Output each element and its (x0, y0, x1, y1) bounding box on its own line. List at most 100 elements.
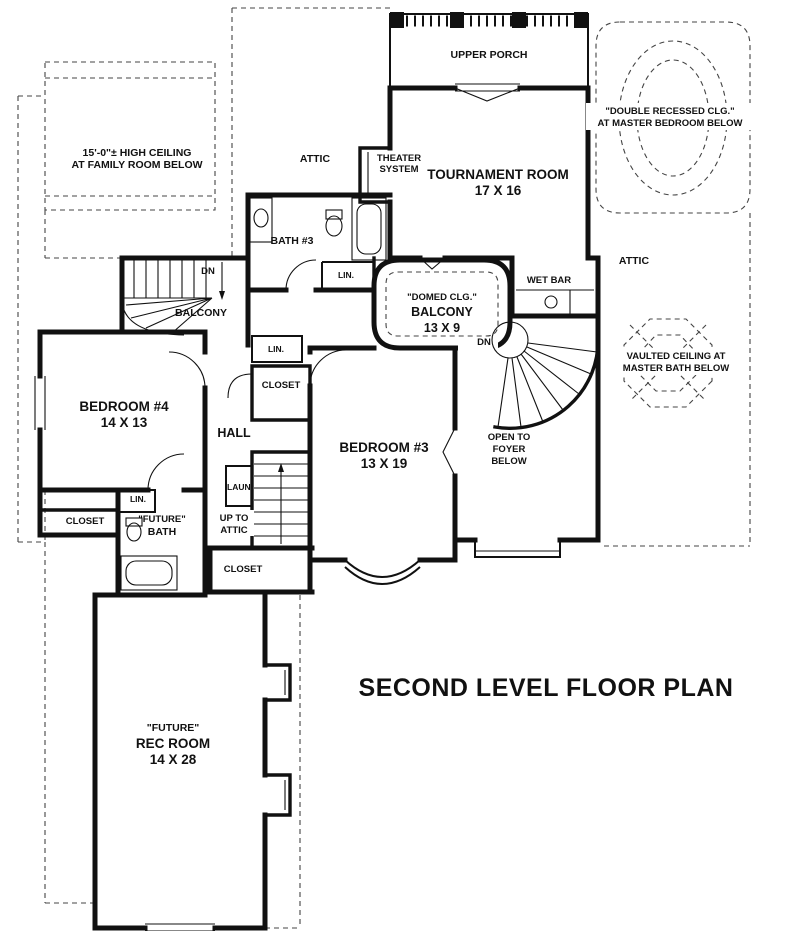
bedroom4-label: BEDROOM #4 (79, 399, 169, 414)
bedroom3-door-arc (309, 349, 347, 387)
balcony-dims: 13 X 9 (424, 321, 460, 335)
attic-stairs: UP TO ATTIC CLOSET (207, 450, 315, 595)
rec-room-line2: REC ROOM (136, 736, 210, 751)
dn-main-label: DN (201, 266, 215, 277)
right-roof-edge (604, 213, 751, 547)
domed-clg-label: "DOMED CLG." (407, 292, 477, 303)
future-bath-line2: BATH (148, 526, 176, 538)
spiral-outer-wall (493, 334, 600, 431)
stair-opening (458, 342, 498, 354)
closet-hall-label: CLOSET (262, 380, 301, 391)
lin-bath-label: LIN. (338, 270, 354, 280)
wetbar-counter (516, 289, 594, 314)
upper-porch: UPPER PORCH (389, 12, 589, 90)
rec-room-walls (92, 589, 268, 931)
tournament-room: THEATER SYSTEM TOURNAMENT ROOM 17 X 16 (358, 83, 601, 270)
stair-treads (121, 260, 213, 336)
attic-right-label: ATTIC (619, 255, 650, 267)
vaulted-ceiling-note-line2: MASTER BATH BELOW (623, 363, 729, 374)
family-ceiling-note-line2: AT FAMILY ROOM BELOW (71, 159, 202, 171)
plan-title: SECOND LEVEL FLOOR PLAN (359, 674, 734, 702)
family-ceiling-box (44, 61, 216, 211)
vaulted-ceiling-octagon: VAULTED CEILING AT MASTER BATH BELOW (604, 318, 748, 408)
bedroom4-dims: 14 X 13 (101, 415, 148, 430)
family-ceiling-steps (45, 77, 215, 197)
up-arrowhead (278, 463, 284, 472)
vaulted-ceiling-note-line1: VAULTED CEILING AT (627, 351, 726, 362)
closet-hall-door-arc (227, 373, 253, 399)
recessed-ceiling-note-line2: AT MASTER BEDROOM BELOW (598, 118, 743, 129)
porch-post (574, 12, 588, 28)
bedroom3-dims: 13 X 19 (361, 456, 408, 471)
lin-lower-label: LIN. (130, 494, 146, 504)
lower-left-closets: CLOSET LIN. "FUTURE" BATH (37, 487, 208, 598)
tournament-room-dims: 17 X 16 (475, 183, 522, 198)
rec-dormer-1 (263, 663, 292, 702)
bedroom4-window (34, 376, 46, 430)
bath3-label: BATH #3 (271, 235, 314, 247)
closet-rec-walls (207, 545, 315, 595)
rec-room-roof-edge (44, 542, 301, 929)
foyer-bay-window (474, 540, 561, 558)
stair-balcony-label: BALCONY (175, 307, 227, 319)
theater-nook-walls (358, 146, 392, 204)
up-attic-line1: UP TO (220, 513, 249, 524)
closet-rec-label: CLOSET (224, 564, 263, 575)
label-backing (216, 510, 254, 536)
lower-left-walls (37, 487, 208, 598)
lin-hall-walls (251, 335, 303, 363)
hall-label: HALL (217, 426, 251, 440)
recessed-ceiling-note-line1: "DOUBLE RECESSED CLG." (605, 106, 734, 117)
balcony-room: "DOMED CLG." BALCONY 13 X 9 DN (371, 257, 513, 354)
bedroom3-bay-window (344, 559, 421, 585)
lin-hall-label: LIN. (268, 344, 284, 354)
main-stairs: DN BALCONY (119, 255, 251, 336)
spiral-treads (497, 342, 598, 428)
porch-post (390, 12, 404, 28)
hall: LIN. CLOSET HALL LAUN. (217, 335, 312, 507)
tournament-window (454, 83, 521, 102)
bedroom3-window-zigzag (442, 427, 456, 477)
porch-post (450, 12, 464, 28)
up-attic-line2: ATTIC (220, 525, 247, 536)
upper-porch-label: UPPER PORCH (450, 49, 527, 61)
spiral-stairs (491, 321, 600, 431)
stairs-walls (119, 255, 251, 335)
attic-left-boundary (231, 7, 390, 256)
theater-label-line2: SYSTEM (379, 164, 418, 175)
rec-room-line1: "FUTURE" (147, 722, 200, 734)
bath3-fixtures (249, 197, 387, 261)
wet-bar: WET BAR (509, 255, 601, 543)
bedroom4-door-arc (168, 351, 206, 389)
porch-post (512, 12, 526, 28)
dn-arrowhead (219, 291, 225, 300)
rec-room-dims: 14 X 28 (150, 752, 197, 767)
spiral-center-post (491, 321, 529, 359)
ceiling-notes: "DOUBLE RECESSED CLG." AT MASTER BEDROOM… (71, 103, 758, 267)
lin-bath-walls (321, 261, 374, 290)
theater-label-line1: THEATER (377, 153, 421, 164)
roof-outline-dashed (17, 7, 751, 929)
rec-bottom-window (145, 923, 215, 931)
octagon-outer (623, 318, 713, 408)
open-foyer-line3: BELOW (491, 456, 526, 467)
open-foyer-line1: OPEN TO (488, 432, 531, 443)
bath3-walls (245, 192, 393, 348)
balcony-label: BALCONY (411, 305, 473, 319)
label-backing (440, 46, 540, 61)
lin-lower-walls (118, 489, 156, 513)
wetbar-walls (509, 255, 601, 543)
tournament-room-label: TOURNAMENT ROOM (427, 167, 569, 182)
rec-room: "FUTURE" REC ROOM 14 X 28 (92, 589, 292, 931)
bedroom-4: BEDROOM #4 14 X 13 (34, 329, 208, 493)
closet-hall-walls (250, 364, 312, 422)
bedroom4-door2-arc (147, 453, 185, 491)
label-backing (586, 103, 758, 130)
bedroom3-label: BEDROOM #3 (339, 440, 429, 455)
left-roof-edge (17, 95, 120, 543)
future-bath-line1: "FUTURE" (138, 514, 186, 525)
domed-ceiling-dashed (385, 271, 499, 337)
turret-outline (595, 21, 751, 214)
